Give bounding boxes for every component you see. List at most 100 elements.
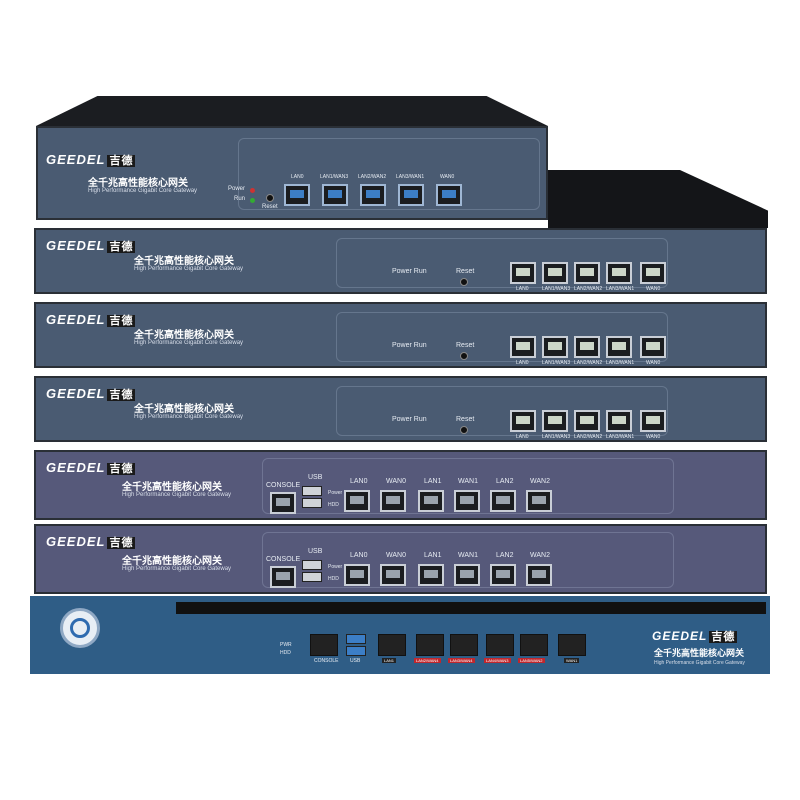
port-label: WAN1 [458,478,478,485]
port-label: LAN2/WAN2 [574,360,603,366]
port-label: LAN2/WAN2 [358,174,387,180]
ethernet-port[interactable] [640,262,666,284]
product-title-en: High Performance Gigabit Core Gateway [134,414,244,420]
product-title-cn: 全千兆高性能核心网关 [122,556,222,567]
console-port[interactable] [270,566,296,588]
console-port[interactable] [310,634,338,656]
ethernet-port[interactable] [380,490,406,512]
usb-port[interactable] [302,498,322,508]
ethernet-port[interactable] [418,564,444,586]
usb-port[interactable] [302,572,322,582]
power-run-label: Power Run [392,268,427,275]
port-label: LAN1/WAN3 [542,434,571,440]
ethernet-port[interactable] [450,634,478,656]
ethernet-port[interactable] [454,490,480,512]
ethernet-port[interactable] [606,262,632,284]
usb-port[interactable] [346,646,366,656]
ethernet-port[interactable] [510,410,536,432]
port-label: LAN3/WAN1 [396,174,425,180]
product-title-cn: 全千兆高性能核心网关 [88,178,188,189]
ethernet-port[interactable] [418,490,444,512]
top-slot [176,602,766,614]
reset-button[interactable] [460,352,468,360]
top-router-casing [36,96,548,126]
port-label: LAN0 [516,286,529,292]
ethernet-port[interactable] [574,410,600,432]
ethernet-port[interactable] [640,410,666,432]
ethernet-port[interactable] [574,336,600,358]
ethernet-port[interactable] [436,184,462,206]
ethernet-port[interactable] [360,184,386,206]
hdd-led-label: HDD [328,502,339,508]
ethernet-port[interactable] [606,410,632,432]
ethernet-port[interactable] [520,634,548,656]
ethernet-port[interactable] [526,490,552,512]
port-label: LAN5/WAN2 [518,658,545,663]
ethernet-port[interactable] [490,490,516,512]
ethernet-port[interactable] [542,410,568,432]
ethernet-port[interactable] [454,564,480,586]
ethernet-port[interactable] [416,634,444,656]
port-label: LAN0 [516,360,529,366]
ethernet-port[interactable] [344,564,370,586]
port-label: WAN0 [386,552,406,559]
port-label: LAN2/WAN4 [414,658,441,663]
ethernet-port[interactable] [558,634,586,656]
usb-port[interactable] [346,634,366,644]
port-label: WAN2 [530,552,550,559]
ethernet-port[interactable] [640,336,666,358]
power-run-label: Power Run [392,342,427,349]
ethernet-port[interactable] [322,184,348,206]
ethernet-port[interactable] [606,336,632,358]
ethernet-port[interactable] [510,336,536,358]
ethernet-port[interactable] [380,564,406,586]
port-label: WAN2 [530,478,550,485]
reset-button[interactable] [460,278,468,286]
usb-port[interactable] [302,560,322,570]
hdd-led-label: HDD [280,650,291,656]
port-label: LAN2/WAN2 [574,434,603,440]
product-title-en: High Performance Gigabit Core Gateway [122,492,232,498]
ethernet-port[interactable] [542,336,568,358]
reset-button[interactable] [460,426,468,434]
reset-button[interactable] [266,194,274,202]
port-label: WAN0 [646,360,661,366]
ethernet-port[interactable] [486,634,514,656]
port-label: LAN0 [516,434,529,440]
power-led-label: Power [328,564,343,570]
pwr-led-label: PWR [280,642,292,648]
ethernet-port[interactable] [284,184,310,206]
port-label: LAN3/WAN1 [606,286,635,292]
console-port[interactable] [270,492,296,514]
ethernet-port[interactable] [344,490,370,512]
circuit-trace [336,238,668,288]
circuit-trace [336,386,668,436]
port-label: WAN0 [440,174,455,180]
port-label: WAN1 [564,658,580,663]
ethernet-port[interactable] [398,184,424,206]
ethernet-port[interactable] [510,262,536,284]
product-title-en: High Performance Gigabit Core Gateway [654,660,745,666]
port-label: WAN0 [646,286,661,292]
console-label: CONSOLE [314,658,339,664]
port-label: WAN0 [386,478,406,485]
product-title-cn: 全千兆高性能核心网关 [134,330,234,341]
ethernet-port[interactable] [542,262,568,284]
second-router-casing [548,170,768,228]
usb-port[interactable] [302,486,322,496]
reset-label: Reset [456,416,475,423]
port-label: LAN1 [382,658,397,663]
ethernet-port[interactable] [526,564,552,586]
power-led-label: Power [328,490,343,496]
product-title-cn: 全千兆高性能核心网关 [134,404,234,415]
port-label: WAN0 [646,434,661,440]
ethernet-port[interactable] [490,564,516,586]
ethernet-port[interactable] [574,262,600,284]
ethernet-port[interactable] [378,634,406,656]
fan-badge-icon [60,608,100,648]
